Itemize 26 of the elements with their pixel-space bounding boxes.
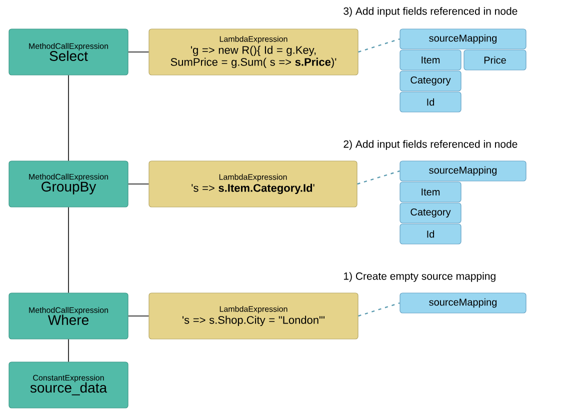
lambda-box: LambdaExpression 's => s.Shop.City = "London"'	[148, 292, 358, 340]
field-box: sourceMapping	[400, 292, 526, 314]
method-box: MethodCallExpression GroupBy	[8, 160, 128, 208]
field-box: Price	[464, 50, 526, 70]
field-box: Id	[400, 92, 462, 112]
step-note: 3) Add input fields referenced in node	[344, 7, 518, 17]
step-note: 2) Add input fields referenced in node	[344, 140, 518, 150]
field-box: Item	[400, 50, 462, 70]
field-box: Category	[400, 202, 462, 224]
method-box: ConstantExpression source_data	[8, 362, 128, 408]
dashed-connector	[358, 302, 400, 317]
method-box: MethodCallExpression Select	[8, 28, 128, 76]
method-box: MethodCallExpression Where	[8, 292, 128, 340]
connector-line	[68, 74, 69, 162]
field-box: sourceMapping	[400, 28, 526, 50]
lambda-box: LambdaExpression 'g => new R(){ Id = g.Key, SumPrice = g.Sum( s => s.Price)'	[148, 28, 358, 76]
step-note: 1) Create empty source mapping	[344, 272, 496, 282]
dashed-connector	[358, 38, 400, 53]
lambda-box: LambdaExpression 's => s.Item.Category.Id'	[148, 160, 358, 208]
connector-line	[68, 338, 69, 362]
connector-line	[68, 206, 69, 294]
dashed-connector	[357, 170, 400, 185]
field-box: Category	[400, 70, 462, 92]
field-box: sourceMapping	[400, 160, 526, 182]
field-box: Item	[400, 182, 462, 202]
field-box: Id	[400, 224, 462, 244]
